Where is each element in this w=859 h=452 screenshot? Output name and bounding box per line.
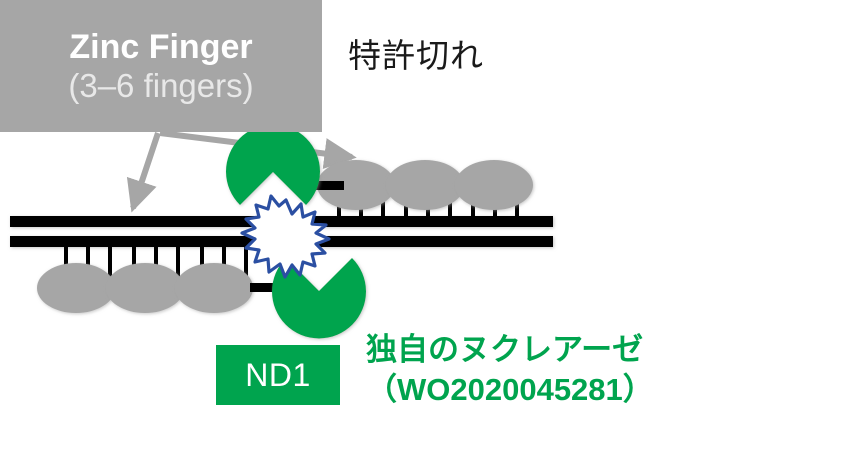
- zinc-finger-title: Zinc Finger: [69, 28, 253, 67]
- nd1-chip-label: ND1: [245, 357, 311, 393]
- zinc-finger-domains-bottom: [37, 263, 253, 313]
- zinc-finger-label-box: Zinc Finger (3–6 fingers): [0, 0, 322, 132]
- zinc-finger-subtitle: (3–6 fingers): [68, 66, 254, 104]
- nuclease-domain-top: [226, 124, 320, 205]
- zinc-finger-domain: [386, 160, 464, 210]
- zinc-finger-domains-top: [317, 160, 533, 210]
- linker-bottom: [250, 283, 282, 292]
- zinc-finger-domain: [37, 263, 115, 313]
- zinc-finger-domain: [175, 263, 253, 313]
- nd1-chip: ND1: [216, 345, 340, 405]
- callout-arrow-left: [126, 132, 161, 213]
- zinc-finger-domain: [455, 160, 533, 210]
- nuclease-caption: 独自のヌクレアーゼ （WO2020045281）: [366, 330, 654, 409]
- nuclease-caption-line1: 独自のヌクレアーゼ: [366, 332, 644, 367]
- linker-top: [312, 181, 344, 190]
- patent-status-label: 特許切れ: [348, 37, 484, 74]
- cut-site-starburst-icon: [240, 194, 331, 279]
- zinc-finger-domain: [317, 160, 395, 210]
- zinc-finger-domain: [106, 263, 184, 313]
- nuclease-caption-line2: （WO2020045281）: [366, 371, 654, 407]
- nuclease-domain-bottom: [271, 258, 366, 339]
